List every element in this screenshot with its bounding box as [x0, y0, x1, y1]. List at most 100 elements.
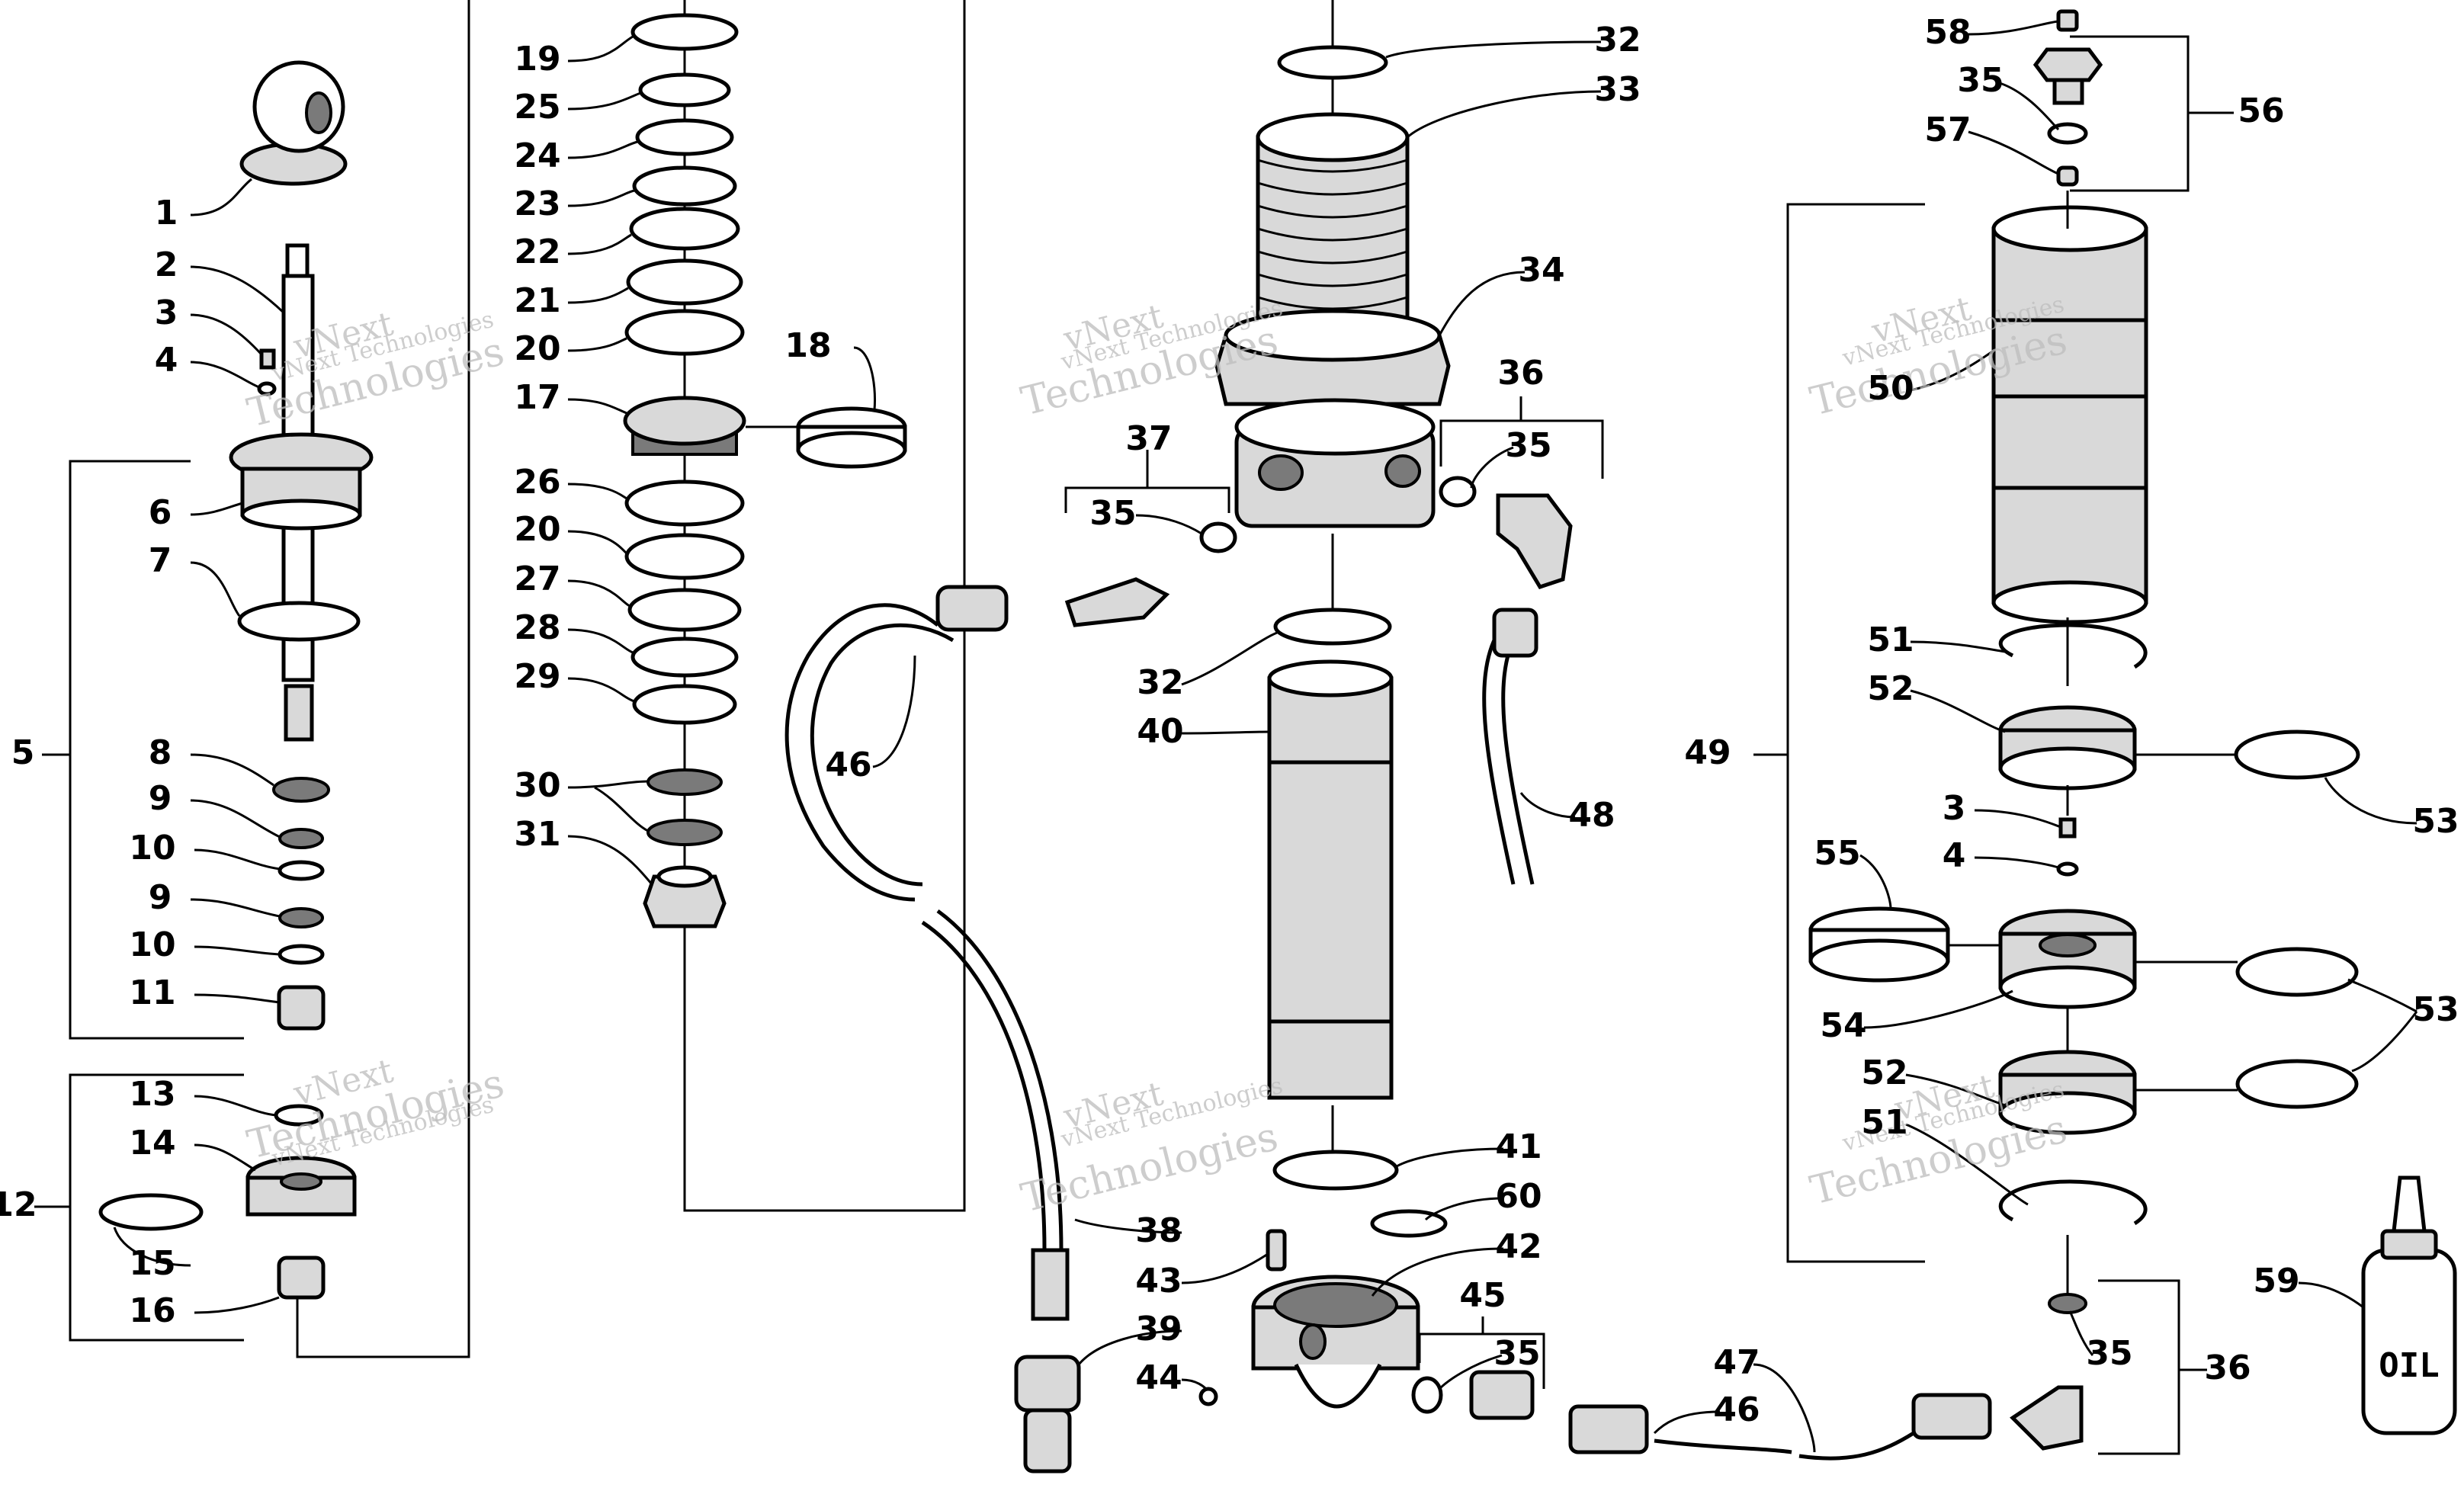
- callout-c16: 16: [129, 1291, 175, 1330]
- part-20b-disc: [624, 533, 745, 580]
- part-53c-o-ring: [2235, 1059, 2359, 1109]
- part-53b-o-ring: [2235, 947, 2359, 997]
- callout-c3a: 3: [155, 293, 178, 332]
- part-17-piston-valve: [623, 396, 746, 456]
- callout-c42: 42: [1495, 1227, 1542, 1266]
- callout-c59: 59: [2253, 1262, 2299, 1300]
- part-47-hose: [1798, 1431, 1915, 1461]
- callout-c51b: 51: [1861, 1103, 1907, 1142]
- part-35d-washer: [1411, 1376, 1443, 1414]
- callout-c11: 11: [129, 973, 175, 1012]
- callout-c5: 5: [11, 733, 35, 772]
- callout-c54: 54: [1820, 1006, 1866, 1045]
- callout-c14: 14: [129, 1124, 175, 1162]
- callout-c10b: 10: [129, 925, 175, 964]
- callout-c18: 18: [784, 326, 831, 365]
- part-10-washer: [278, 860, 325, 881]
- callout-c29: 29: [514, 657, 560, 696]
- callout-c32b: 32: [1137, 663, 1183, 702]
- part-57-seal: [2056, 165, 2079, 187]
- callout-c20b: 20: [514, 510, 560, 549]
- part-6-threaded-cap: [229, 432, 374, 531]
- callout-c50: 50: [1867, 369, 1914, 408]
- callout-c4a: 4: [155, 341, 178, 380]
- callout-c28: 28: [514, 608, 560, 647]
- part-4-washer: [257, 381, 277, 396]
- callout-c1: 1: [155, 194, 178, 232]
- callout-c27: 27: [514, 560, 560, 598]
- callout-c52b: 52: [1861, 1053, 1907, 1092]
- part-55-band: [1808, 906, 1950, 983]
- part-33-threaded-tube: [1256, 112, 1410, 338]
- callout-c38: 38: [1135, 1211, 1182, 1250]
- callout-c57: 57: [1924, 111, 1971, 149]
- callout-c3b: 3: [1943, 789, 1966, 828]
- part-43-pin: [1266, 1229, 1287, 1272]
- part-42-base: [1251, 1275, 1420, 1409]
- part-9b-seal: [278, 907, 324, 928]
- part-50-reservoir: [1991, 205, 2148, 624]
- callout-c58: 58: [1924, 13, 1971, 52]
- part-44-ball: [1198, 1387, 1218, 1406]
- callout-c2: 2: [155, 245, 178, 284]
- callout-c40: 40: [1137, 712, 1183, 751]
- part-60-seal: [1370, 1209, 1448, 1238]
- part-38-fitting: [1031, 1248, 1070, 1321]
- part-36b-elbow: [2010, 1385, 2084, 1451]
- callout-c13: 13: [129, 1075, 175, 1114]
- center-cylinder: [784, 0, 2207, 1474]
- callout-c48: 48: [1568, 796, 1615, 835]
- callout-c60: 60: [1495, 1177, 1542, 1216]
- part-24-disc: [635, 118, 734, 156]
- part-53-o-ring: [2234, 730, 2360, 780]
- callout-c22: 22: [514, 232, 560, 271]
- part-22-disc: [629, 207, 740, 251]
- part-52-piston: [1998, 705, 2137, 790]
- part-19-washer: [630, 13, 739, 51]
- oil-label: OIL: [2379, 1346, 2439, 1385]
- callout-c33: 33: [1594, 70, 1641, 109]
- part-45-fitting: [1469, 1370, 1535, 1420]
- part-9-seal: [278, 828, 324, 849]
- part-4b-washer: [2056, 861, 2079, 877]
- part-3b-screw: [2058, 817, 2077, 839]
- part-30-washer: [646, 768, 723, 796]
- callout-c46a: 46: [825, 746, 871, 784]
- callout-c43: 43: [1135, 1262, 1182, 1300]
- callout-c53b: 53: [2412, 990, 2459, 1029]
- part-3-screw: [259, 348, 276, 370]
- callout-c9b: 9: [149, 878, 172, 917]
- part-11-bushing: [277, 985, 326, 1031]
- part-20-disc: [624, 309, 745, 356]
- part-25-disc: [638, 72, 731, 107]
- part-36-elbow: [1496, 493, 1573, 590]
- callout-c4b: 4: [1943, 836, 1966, 875]
- callout-c45: 45: [1459, 1276, 1506, 1315]
- part-48-hose: [1482, 631, 1516, 885]
- part-58-screw: [2056, 9, 2079, 32]
- part-38-hose: [921, 920, 1047, 1251]
- part-21-disc: [626, 258, 743, 306]
- callout-c9a: 9: [149, 779, 172, 818]
- left-assembly: [34, 0, 470, 1358]
- part-14-piston: [245, 1156, 357, 1217]
- part-15-o-ring: [98, 1193, 204, 1231]
- part-51-snap-ring: [1998, 623, 2148, 669]
- callout-layer: 1234567891091011121314151617181920202122…: [0, 13, 2459, 1429]
- part-18-band: [796, 406, 907, 469]
- part-46-hose: [784, 603, 939, 902]
- part-46-fitting: [935, 585, 1009, 632]
- callout-c56: 56: [2238, 91, 2284, 130]
- callout-c6: 6: [149, 493, 172, 532]
- callout-c35b: 35: [1089, 494, 1136, 533]
- part-40-cylinder-tube: [1267, 659, 1394, 1100]
- part-59-oil-bottle: OIL: [2361, 1175, 2457, 1435]
- part-54-piston: [1998, 909, 2137, 1009]
- callout-c51a: 51: [1867, 621, 1914, 659]
- callout-c19: 19: [514, 40, 560, 79]
- callout-c39: 39: [1135, 1310, 1182, 1348]
- callout-c23: 23: [514, 184, 560, 223]
- callout-c25: 25: [514, 88, 560, 127]
- callout-c20a: 20: [514, 329, 560, 368]
